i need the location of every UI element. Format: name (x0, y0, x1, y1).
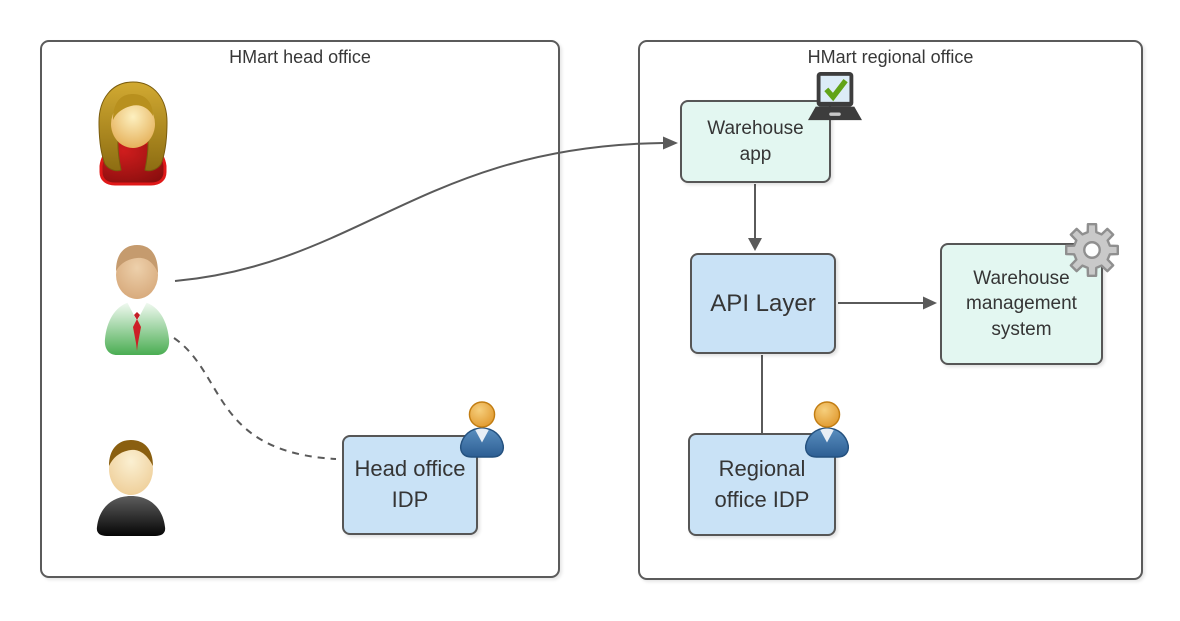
api-layer-box: API Layer (690, 253, 836, 354)
regional-idp-label: Regional (718, 455, 806, 481)
male-user-tie-icon (104, 245, 170, 355)
warehouse-management-system-box: Warehouse management system (940, 243, 1103, 365)
wms-label: system (991, 318, 1052, 340)
regional-idp-label: office IDP (714, 486, 810, 512)
head-idp-label: IDP (391, 487, 429, 512)
api-layer-label: API Layer (710, 289, 816, 317)
user-badge-icon (459, 401, 505, 458)
warehouse-app-label: Warehouse (707, 117, 804, 139)
head-office-panel-title: HMart head office (229, 47, 371, 67)
head-idp-label: Head office (354, 456, 466, 482)
warehouse-app-box: Warehouse app (680, 100, 831, 183)
male-user-black-icon (96, 440, 166, 536)
user-badge-icon (804, 401, 850, 458)
wms-label: management (966, 293, 1077, 315)
head-office-idp-box: Head office IDP (342, 435, 478, 535)
regional-office-panel-title: HMart regional office (807, 47, 974, 67)
female-user-icon (98, 81, 168, 186)
wms-label: Warehouse (973, 268, 1070, 290)
laptop-check-icon (808, 71, 862, 121)
gear-icon (1065, 223, 1119, 277)
warehouse-app-label: app (739, 143, 772, 165)
